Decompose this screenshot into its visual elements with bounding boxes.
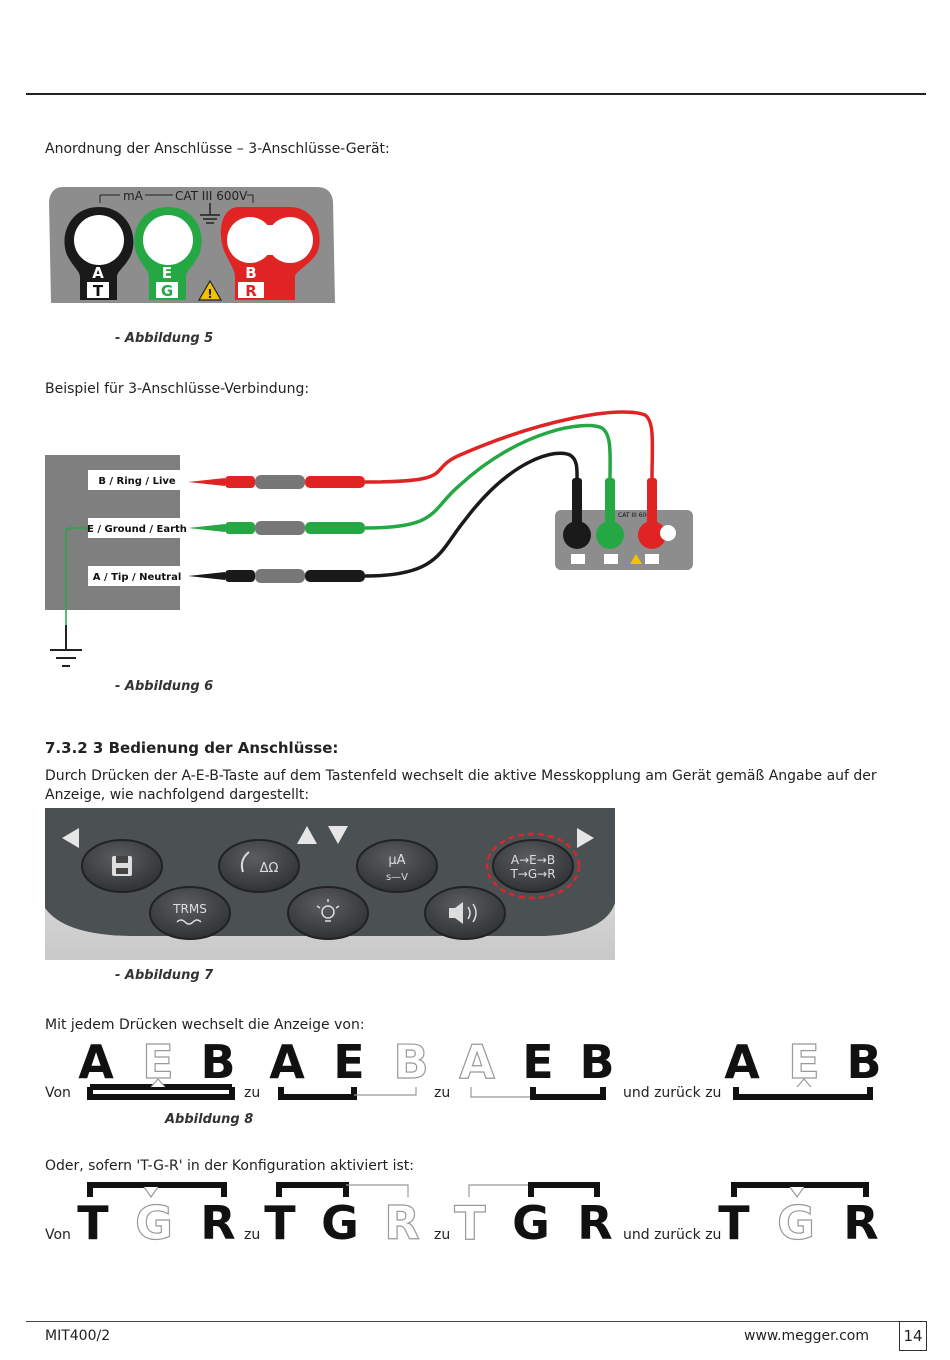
tgr-state4-letter-t: T — [718, 1196, 750, 1250]
row1-word-zu-2: zu — [434, 1085, 451, 1101]
label-a-tip-neutral: A / Tip / Neutral — [93, 572, 182, 583]
terminal-b-label: B — [245, 264, 256, 282]
tgr-state1-letter-t: T — [77, 1196, 109, 1250]
figure-7-caption: - Abbildung 7 — [115, 968, 214, 983]
left-arrow-icon — [62, 828, 79, 848]
down-arrow-icon — [328, 826, 348, 844]
tgr-state3-letter-g: G — [512, 1196, 550, 1250]
sound-key — [424, 886, 506, 940]
aeb-key-label: A→E→B — [511, 853, 555, 867]
state2-letter-a: A — [269, 1035, 305, 1089]
floppy-disk-icon — [112, 856, 132, 876]
sv-label: s—V — [386, 872, 408, 883]
figure-8-aeb-sequence: A E B A E B A E B A E B — [78, 1035, 882, 1100]
section-heading: 7.3.2 3 Bedienung der Anschlüsse: — [45, 739, 339, 757]
aeb-key-highlight — [485, 832, 581, 900]
terminal-e-g — [134, 207, 202, 300]
display-cycle-intro: Mit jedem Drücken wechselt die Anzeige v… — [45, 1017, 365, 1033]
footer-website[interactable]: www.megger.com — [744, 1328, 869, 1344]
tgr-state2-letter-r: R — [384, 1196, 419, 1250]
state4-letter-b: B — [846, 1035, 881, 1089]
page-number: 14 — [899, 1321, 927, 1351]
svg-text:!: ! — [207, 287, 212, 301]
figure-6-caption: - Abbildung 6 — [115, 679, 214, 694]
figure-5-caption: - Abbildung 5 — [115, 331, 214, 346]
trms-key — [149, 886, 231, 940]
terminal-r-label: R — [245, 282, 257, 300]
terminal-a-label: A — [92, 264, 104, 282]
tgr-state4-letter-r: R — [843, 1196, 878, 1250]
row2-word-zu-1: zu — [244, 1227, 261, 1243]
ma-label: mA — [123, 189, 144, 203]
ua-sv-key — [356, 839, 438, 893]
row2-word-zu-2: zu — [434, 1227, 451, 1243]
tgr-state2-letter-t: T — [264, 1196, 296, 1250]
state3-letter-b: B — [579, 1035, 614, 1089]
row2-word-back: und zurück zu — [623, 1227, 722, 1243]
probe-black — [188, 569, 365, 583]
up-arrow-icon — [297, 826, 317, 844]
cat-label: CAT III 600V — [175, 189, 248, 203]
terminal-b-r — [220, 207, 320, 300]
row1-word-zu-1: zu — [244, 1085, 261, 1101]
figure-7-keypad: ΔΩ µA s—V A→E→B T→G→R TRMS — [45, 808, 615, 960]
figure-6-wiring-diagram: B / Ring / Live E / Ground / Earth A / T… — [45, 410, 693, 667]
terminal-g-label: G — [161, 282, 173, 300]
phone-icon — [240, 851, 250, 873]
row1-word-back: und zurück zu — [623, 1085, 722, 1101]
tgr-state1-letter-g: G — [135, 1196, 173, 1250]
delta-ohm-label: ΔΩ — [260, 861, 279, 876]
label-b-ring-live: B / Ring / Live — [98, 476, 176, 487]
speaker-icon — [449, 902, 477, 924]
tgr-state3-letter-t: T — [454, 1196, 486, 1250]
trms-label: TRMS — [172, 902, 207, 916]
tgr-state3-letter-r: R — [577, 1196, 612, 1250]
tgr-state1-letter-r: R — [200, 1196, 235, 1250]
figure-8-caption: Abbildung 8 — [165, 1112, 254, 1127]
state3-letter-a: A — [459, 1035, 495, 1089]
state3-letter-e: E — [522, 1035, 553, 1089]
footer-model: MIT400/2 — [45, 1328, 111, 1344]
earth-ground-icon — [50, 625, 82, 667]
terminal-t-label: T — [93, 282, 104, 300]
footer-rule — [26, 1321, 899, 1322]
warning-icon: ! — [197, 279, 223, 301]
tgr-state4-letter-g: G — [777, 1196, 815, 1250]
right-arrow-icon — [577, 828, 594, 848]
terminal-layout-intro: Anordnung der Anschlüsse – 3-Anschlüsse-… — [45, 141, 390, 157]
state2-letter-e: E — [333, 1035, 364, 1089]
state4-letter-a: A — [724, 1035, 760, 1089]
row2-word-von: Von — [45, 1227, 71, 1243]
ua-label: µA — [388, 853, 405, 868]
lightbulb-icon — [316, 899, 340, 922]
tgr-key-label: T→G→R — [509, 867, 555, 881]
probe-green — [188, 521, 365, 535]
ground-icon — [200, 203, 220, 224]
tgr-config-intro: Oder, sofern 'T-G-R' in der Konfiguratio… — [45, 1158, 414, 1174]
tgr-state2-letter-g: G — [321, 1196, 359, 1250]
aeb-tgr-key[interactable] — [492, 839, 574, 893]
wave-icon — [176, 919, 202, 925]
state1-letter-a: A — [78, 1035, 114, 1089]
probe-red — [188, 475, 365, 489]
connection-example-intro: Beispiel für 3-Anschlüsse-Verbindung: — [45, 381, 310, 397]
terminal-e-label: E — [162, 264, 172, 282]
row1-word-von: Von — [45, 1085, 71, 1101]
label-e-ground-earth: E / Ground / Earth — [87, 524, 187, 535]
light-key — [287, 886, 369, 940]
section-body: Durch Drücken der A-E-B-Taste auf dem Ta… — [45, 768, 877, 803]
state1-letter-b: B — [200, 1035, 235, 1089]
figure-8-tgr-sequence: T G R T G R T G R T G R — [77, 1182, 879, 1250]
terminal-a-t — [64, 207, 134, 300]
state2-letter-b: B — [393, 1035, 428, 1089]
device-cat-label: CAT III 600 — [618, 512, 650, 519]
figure-5-terminal-panel: mA CAT III 600V A T E G ! B R — [49, 187, 335, 303]
header-rule — [26, 93, 926, 95]
resistance-key — [218, 839, 300, 893]
